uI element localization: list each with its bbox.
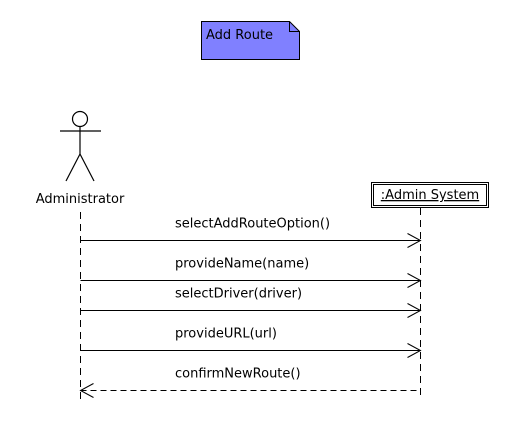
- message-5: confirmNewRoute(): [79, 367, 421, 398]
- arrow-right-icon: [407, 233, 422, 248]
- message-label: selectAddRouteOption(): [175, 217, 330, 232]
- object-admin-system: :Admin System: [371, 182, 489, 208]
- actor-administrator: Administrator: [36, 110, 125, 207]
- object-label: :Admin System: [381, 188, 479, 203]
- messages: selectAddRouteOption() provideName(name) s…: [79, 217, 422, 398]
- note: Add Route: [201, 21, 300, 60]
- message-2: provideName(name): [80, 257, 422, 288]
- arrow-right-icon: [407, 343, 422, 358]
- arrow-right-icon: [407, 303, 422, 318]
- message-3: selectDriver(driver): [80, 287, 422, 318]
- arrow-right-icon: [407, 273, 422, 288]
- message-label: provideName(name): [175, 257, 309, 272]
- note-shape: [201, 21, 300, 60]
- message-label: confirmNewRoute(): [175, 367, 301, 382]
- arrow-left-icon: [79, 383, 94, 398]
- object-box-inner: [373, 184, 487, 206]
- object-box: [371, 182, 489, 208]
- message-1: selectAddRouteOption(): [80, 217, 422, 248]
- message-label: selectDriver(driver): [175, 287, 302, 302]
- note-label: Add Route: [206, 28, 273, 43]
- stick-figure-icon: [60, 110, 101, 182]
- message-label: provideURL(url): [175, 327, 277, 342]
- note-fold: [289, 21, 300, 32]
- actor-label: Administrator: [36, 192, 125, 207]
- message-4: provideURL(url): [80, 327, 422, 358]
